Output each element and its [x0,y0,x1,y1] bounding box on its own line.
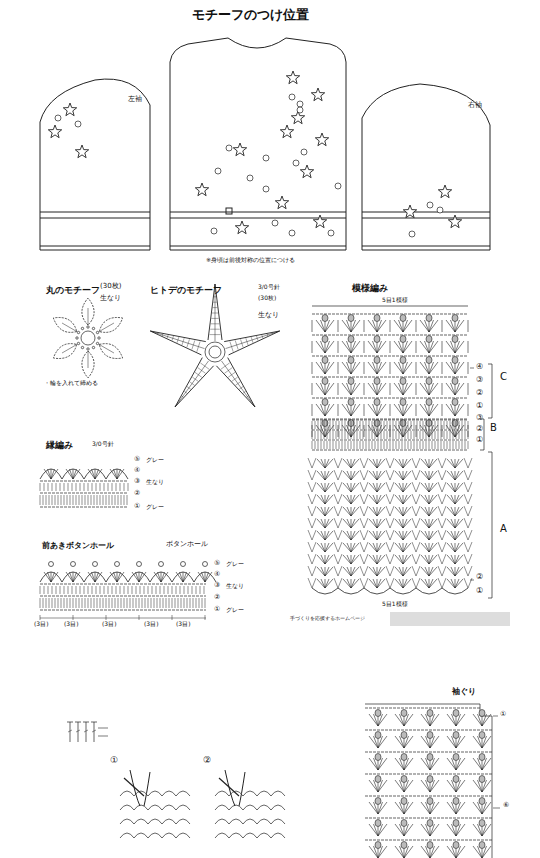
hook-size: 3/0号針 [258,284,280,290]
section-letter: B [490,423,497,434]
stitch-count: (3目) [34,621,49,627]
note: ※身頃は前後対称の位置につける [206,257,295,263]
hook-size: 3/0号針 [92,441,114,447]
row-number: ① [476,587,483,595]
stitch-count: (3目) [144,621,159,627]
row-number: ③ [134,478,140,485]
row-number: ① [476,436,483,444]
row-number: ④ [476,363,483,371]
yarn-color: 生なり [258,312,279,319]
diagram-title: モチーフのつけ位置 [192,8,309,22]
chart-title: 模様編み [352,284,388,293]
row-number: ② [476,389,483,397]
row-number: ③ [476,414,483,422]
stitch-count: (3目) [102,621,117,627]
row-number: ② [214,594,220,601]
motif-title: 丸のモチーフ [46,286,100,295]
row-number: ⑤ [134,456,140,463]
row-number: ① [214,606,220,613]
yarn-color: 生なり [100,295,121,302]
yarn-color: グレー [146,504,164,510]
motif-count: (30枚) [100,283,121,290]
repeat-label: 5目1模様 [382,297,408,303]
yarn-color: 生なり [226,583,244,589]
row-number: ④ [214,571,220,578]
step-number: ① [110,756,118,765]
yarn-color: グレー [226,607,244,613]
chart-subtitle: ボタンホール [166,541,208,548]
row-number: ② [134,490,140,497]
sleeve-label: 右袖 [468,102,482,109]
chart-title: 袖ぐり [452,688,476,696]
row-number: ⑥ [503,802,509,809]
row-number: ② [476,573,483,581]
section-letter: A [500,524,507,535]
step-number: ② [203,756,211,765]
row-number: ③ [214,582,220,589]
sleeve-piece: 左袖 [40,78,150,250]
credit: 手づくりを応援するホームページ [290,616,365,621]
motif-count: (30枚) [258,295,276,301]
row-number: ⑤ [214,560,220,567]
yarn-color: 生なり [146,479,164,485]
motif-note: ・輪を入れて締める [44,380,98,386]
repeat-label: 5目1模様 [382,601,408,607]
stitch-count: (3目) [64,621,79,627]
row-number: ① [476,402,483,410]
row-number: ① [134,503,140,510]
motif-title: ヒトデのモチーフ [150,286,222,295]
yarn-color: グレー [226,561,244,567]
sleeve-label: 左袖 [128,96,142,103]
row-number: ④ [134,467,140,474]
row-number: ① [500,711,506,718]
sleeve-piece: 右袖 [362,84,490,250]
chart-title: 前あきボタンホール [42,542,114,550]
row-number: ② [476,425,483,433]
chart-title: 縁編み [46,441,73,450]
row-number: ③ [476,376,483,384]
yarn-color: グレー [146,457,164,463]
section-letter: C [500,372,507,383]
stitch-count: (3目) [176,621,191,627]
